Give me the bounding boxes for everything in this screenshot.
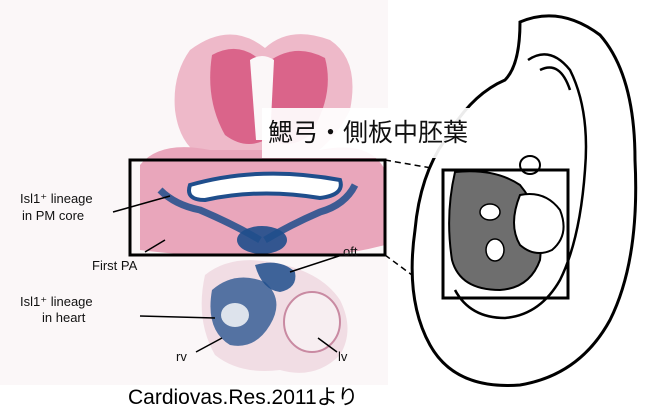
- label-lv: lv: [338, 349, 348, 364]
- label-isl1-heart-2: in heart: [42, 310, 86, 325]
- label-first-pa: First PA: [92, 258, 138, 273]
- figure-title: 鰓弓・側板中胚葉: [268, 118, 468, 147]
- figure-caption: Cardiovas.Res.2011より: [128, 386, 358, 409]
- label-isl1-pm-core-2: in PM core: [22, 208, 84, 223]
- label-rv: rv: [176, 349, 187, 364]
- pharyngeal-arch: [140, 147, 385, 256]
- label-isl1-heart-1: Isl1⁺ lineage: [20, 294, 93, 309]
- label-isl1-pm-core-1: Isl1⁺ lineage: [20, 191, 93, 206]
- embryo-schematic: [412, 16, 636, 386]
- label-oft: oft: [343, 244, 358, 259]
